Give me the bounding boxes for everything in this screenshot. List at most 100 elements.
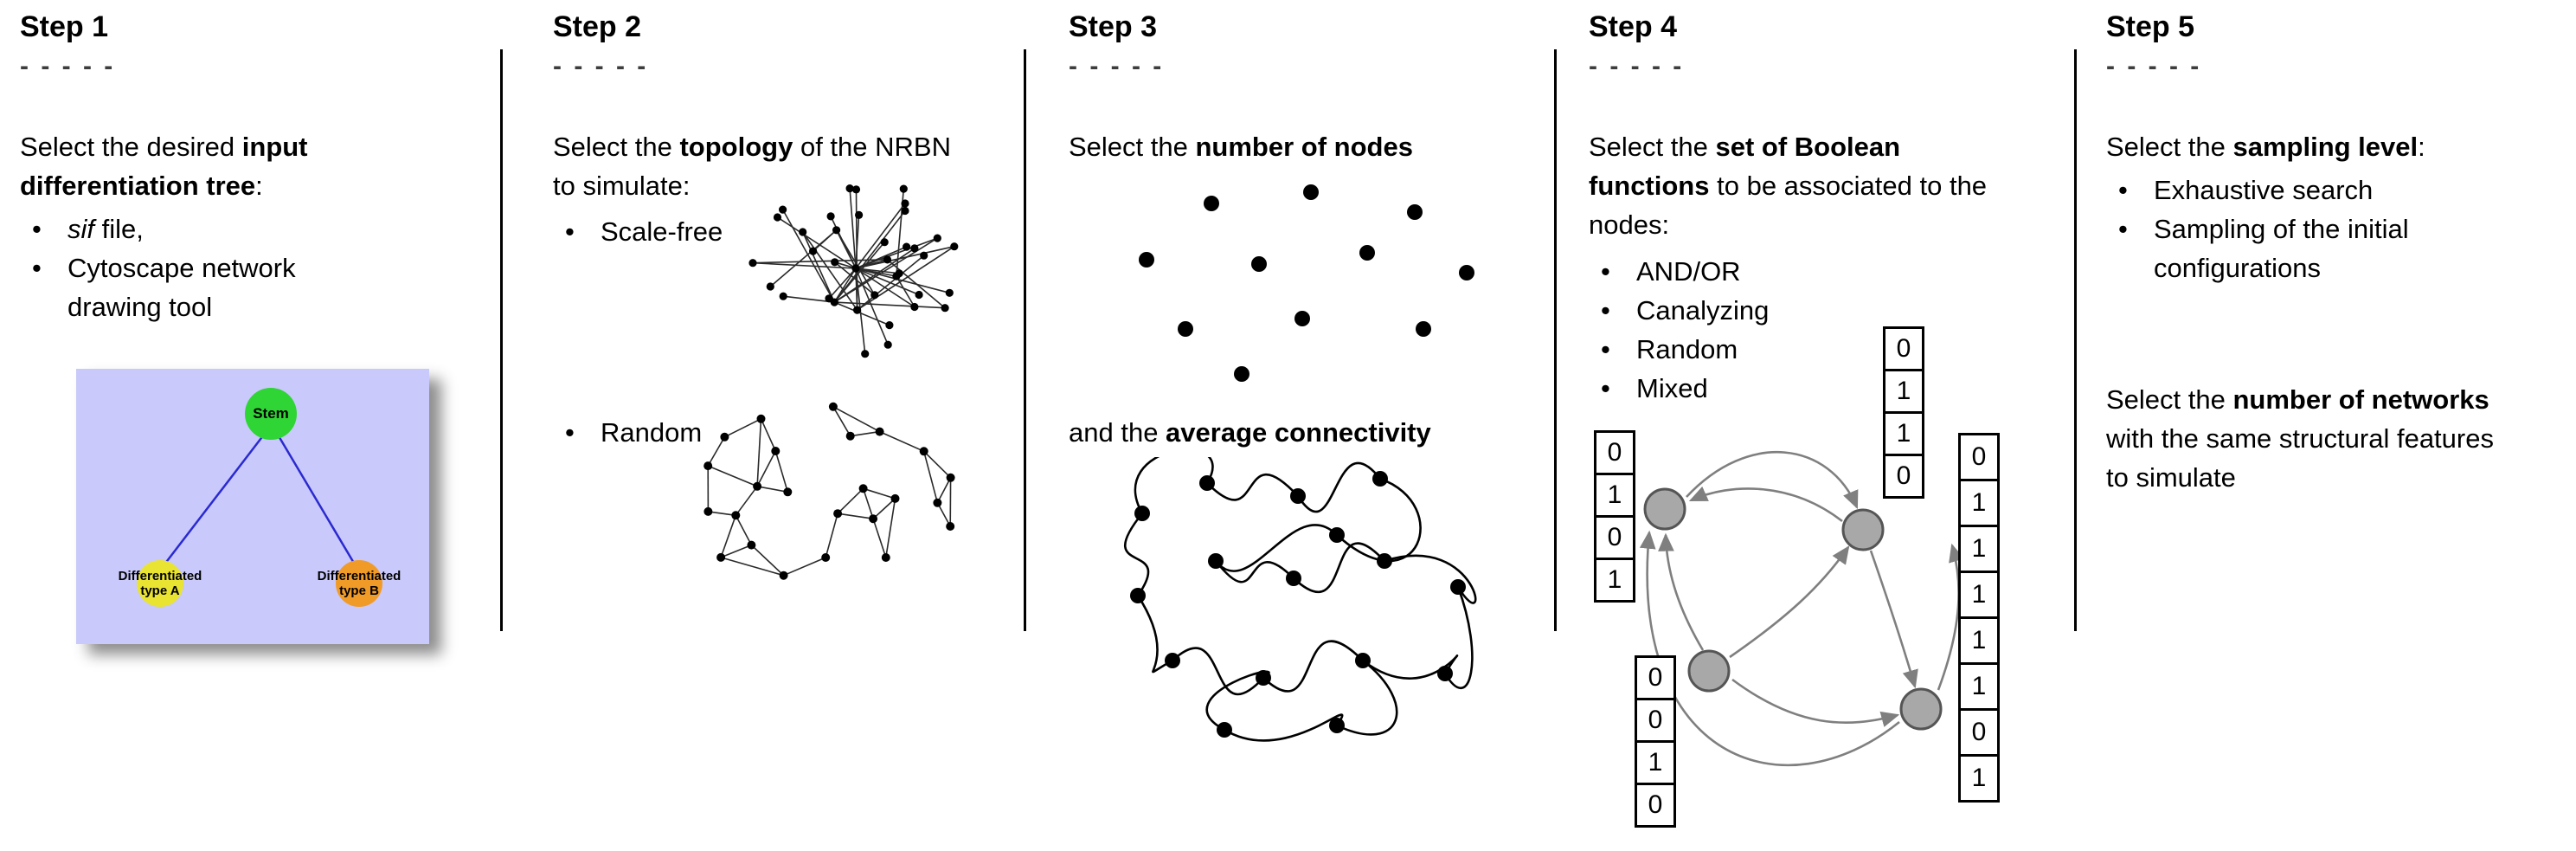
truth-table-cell: 0 — [1958, 708, 2000, 757]
scale-free-network-graphic — [748, 184, 959, 358]
tangled-network-graphic — [1123, 457, 1477, 742]
truth-table-cell: 1 — [1958, 479, 2000, 527]
step1-intro: Select the desired input differentiation… — [20, 132, 308, 201]
bullet-item: • Sampling of the initial configurations — [2106, 210, 2483, 288]
step5-networks-text: Select the number of networks with the s… — [2106, 384, 2494, 493]
bullet-item: • Scale-free — [553, 213, 847, 252]
node-dots-graphic — [1139, 184, 1474, 382]
bullet-text: Sampling of the initial configurations — [2154, 213, 2409, 283]
step4-dashes: - - - - - — [1589, 52, 1685, 81]
truth-table-cell: 1 — [1958, 754, 2000, 803]
truth-table-cell: 0 — [1594, 515, 1635, 560]
bullet-text: Exhaustive search — [2154, 175, 2374, 205]
step1-title: Step 1 — [20, 10, 109, 43]
truth-table-cell: 1 — [1883, 411, 1924, 456]
step1-dashes: - - - - - — [20, 52, 116, 81]
step2-intro: Select the topology of the NRBN to simul… — [553, 132, 951, 201]
bullet-text: Scale-free — [601, 216, 723, 247]
boolean-node — [1841, 508, 1885, 551]
step2-column: Step 2 - - - - - Select the topology of … — [553, 0, 1020, 851]
stem-label: Stem — [253, 405, 289, 422]
boolean-node — [1687, 649, 1731, 693]
step5-column: Step 5 - - - - - Select the sampling lev… — [2106, 0, 2565, 851]
truth-table-cell: 1 — [1958, 662, 2000, 711]
step4-column: Step 4 - - - - - Select the set of Boole… — [1589, 0, 2060, 851]
column-divider-3 — [1554, 49, 1557, 631]
truth-table-cell: 1 — [1635, 740, 1676, 785]
truth-table-cell: 1 — [1958, 571, 2000, 619]
type-b-label: Differentiated type B — [317, 569, 401, 599]
column-divider-4 — [2074, 49, 2077, 631]
bullet-marker: • — [2118, 175, 2128, 205]
truth-table-cell: 1 — [1594, 473, 1635, 518]
boolean-node — [1899, 687, 1943, 731]
step4-intro: Select the set of Boolean functions to b… — [1589, 132, 1988, 240]
tree-svg — [76, 369, 429, 644]
truth-table-cell: 1 — [1594, 558, 1635, 603]
truth-table-cell: 1 — [1958, 525, 2000, 573]
bullet-marker: • — [1601, 372, 1610, 403]
step4-title: Step 4 — [1589, 10, 1678, 43]
step2-bullet-scale-free: • Scale-free — [553, 213, 847, 252]
stem-node — [245, 388, 297, 440]
step3-column: Step 3 - - - - - Select the number of no… — [1069, 0, 1549, 851]
bullet-item: • Cytoscape network drawing tool — [20, 249, 314, 327]
bullet-text: Canalyzing — [1636, 294, 1770, 326]
bullet-marker: • — [2118, 213, 2128, 244]
step2-title: Step 2 — [553, 10, 642, 43]
bullet-marker: • — [32, 214, 42, 244]
bullet-item: • sif file, — [20, 210, 314, 249]
truth-table-cell: 0 — [1635, 783, 1676, 828]
tree-edge-b — [276, 434, 357, 565]
type-b-node — [336, 560, 382, 607]
boolean-node — [1643, 487, 1686, 531]
column-divider-1 — [500, 49, 503, 631]
bullet-marker: • — [32, 252, 42, 283]
truth-table-cell: 1 — [1883, 369, 1924, 414]
step3-title: Step 3 — [1069, 10, 1158, 43]
bullet-item: • AND/OR — [1589, 253, 1935, 292]
bullet-item: • Random — [553, 414, 847, 453]
boolean-network-svg — [1639, 450, 1965, 767]
step5-title: Step 5 — [2106, 10, 2195, 43]
bullet-item: • Random — [1589, 331, 1935, 370]
bullet-item: • Mixed — [1589, 370, 1935, 409]
truth-table-cell: 0 — [1958, 433, 2000, 481]
type-a-node — [137, 560, 183, 607]
bullet-marker: • — [1601, 294, 1610, 326]
truth-table-cell: 0 — [1883, 326, 1924, 371]
bullet-text: Random — [601, 417, 703, 448]
step5-intro: Select the sampling level: — [2106, 132, 2425, 162]
differentiation-tree-graphic: Stem Differentiated type A Differentiate… — [76, 369, 429, 644]
step1-column: Step 1 - - - - - Select the desired inpu… — [20, 0, 491, 851]
step3-connectivity-text: and the average connectivity — [1069, 417, 1431, 448]
bullet-item: • Exhaustive search — [2106, 171, 2483, 210]
bullet-item: • Canalyzing — [1589, 292, 1935, 331]
bullet-text: Mixed — [1636, 372, 1708, 403]
truth-table-cell: 0 — [1883, 454, 1924, 499]
bullet-marker: • — [1601, 333, 1610, 364]
step1-bullets: • sif file, • Cytoscape network drawing … — [20, 210, 314, 327]
truth-table-cell: 0 — [1635, 698, 1676, 743]
step2-dashes: - - - - - — [553, 52, 649, 81]
bullet-marker: • — [565, 216, 575, 247]
tree-edge-a — [164, 434, 265, 565]
step5-dashes: - - - - - — [2106, 52, 2202, 81]
bullet-text: sif file, — [67, 214, 144, 244]
step5-bullets: • Exhaustive search • Sampling of the in… — [2106, 171, 2483, 288]
step3-dashes: - - - - - — [1069, 52, 1165, 81]
bullet-text: Cytoscape network drawing tool — [67, 252, 296, 322]
truth-table-cell: 0 — [1635, 655, 1676, 700]
truth-table-cell: 0 — [1594, 430, 1635, 475]
bullet-marker: • — [565, 417, 575, 448]
type-a-label: Differentiated type A — [118, 569, 202, 599]
truth-table-cell: 1 — [1958, 616, 2000, 665]
bullet-text: Random — [1636, 333, 1738, 364]
random-network-graphic — [703, 402, 955, 580]
